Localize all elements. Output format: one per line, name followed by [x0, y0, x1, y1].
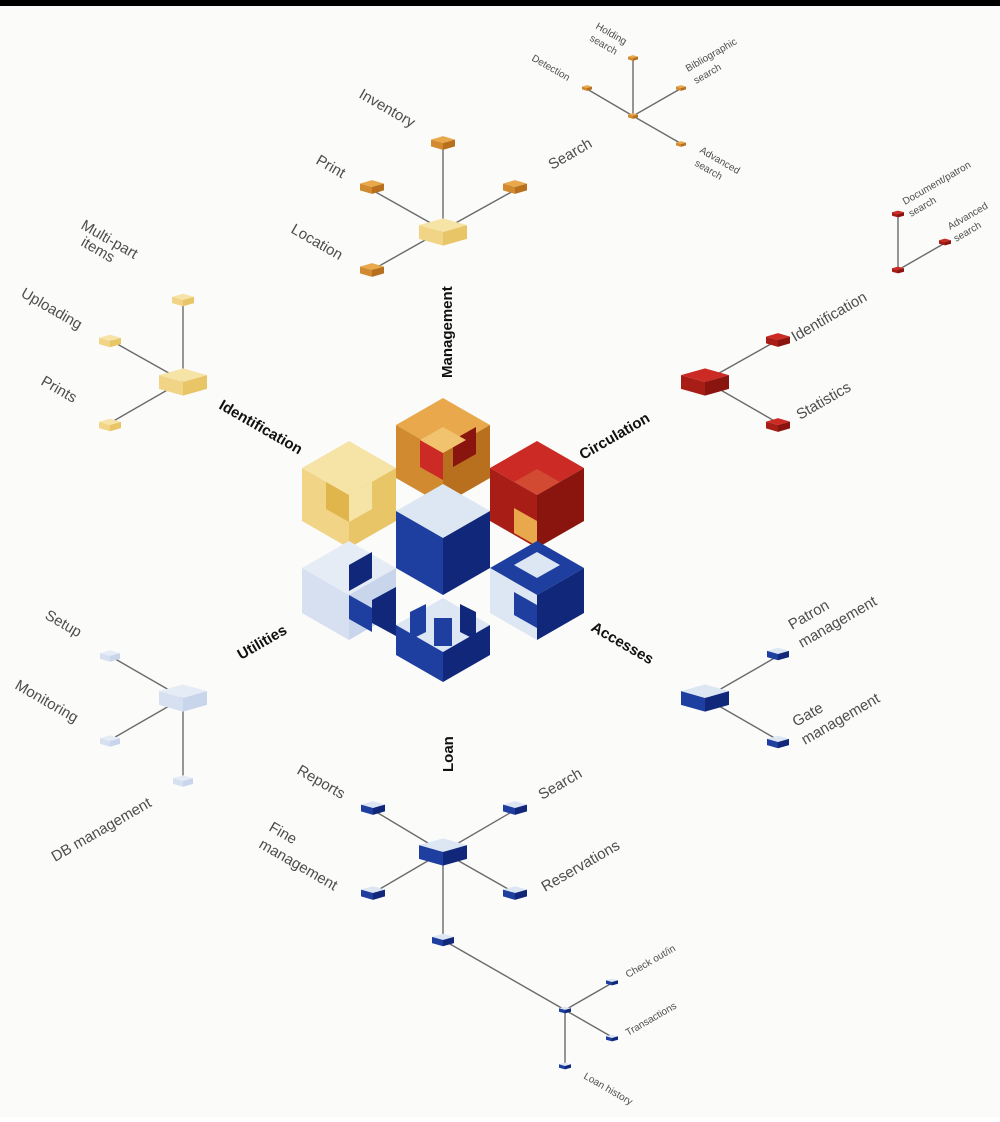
loan-reservations-label: Reservations [539, 837, 623, 895]
hub-accesses-block [490, 541, 584, 640]
management-print-cube [360, 180, 384, 194]
module-circulation-label: Circulation [577, 410, 653, 464]
search-detection-label: Detection [530, 53, 572, 84]
search-detection-cube [582, 85, 592, 91]
cubes-layer [99, 55, 951, 1070]
accesses-patron-cube [767, 647, 789, 661]
hub-utilities-block [302, 541, 396, 640]
central-hub [302, 398, 584, 682]
utilities-hub-cube [159, 684, 207, 712]
accesses-gate-cube [767, 735, 789, 749]
loan-checkout-cube [606, 978, 618, 986]
hub-center-block [396, 484, 490, 595]
management-search-cube [503, 180, 527, 194]
loan-hub-cube [419, 838, 467, 866]
circulation-docpatron-label-1: Document/patron [901, 160, 973, 208]
hub-loan-block [396, 598, 490, 682]
circulation-hub-cube [681, 368, 729, 396]
circulation-docpatron-cube [892, 210, 904, 218]
loan-reservations-cube [503, 886, 527, 900]
loan-search-label: Search [536, 765, 586, 803]
identification-uploading-cube [99, 334, 121, 348]
module-management-label: Management [439, 286, 456, 378]
hub-identification-block [302, 441, 396, 548]
hub-circulation-block [490, 441, 584, 548]
circulation-subsearch-root-cube [892, 266, 904, 274]
loan-subtree-root-cube [559, 1006, 571, 1014]
loan-history-label: Loan history [582, 1071, 635, 1108]
circulation-advanced-cube [939, 238, 951, 246]
hub-management-block [396, 398, 490, 505]
circulation-identification-cube [766, 333, 790, 347]
module-loan-label: Loan [440, 736, 457, 772]
management-inventory-label: Inventory [356, 86, 418, 132]
loan-reports-cube [361, 801, 385, 815]
loan-checkout-label: Check out/in [624, 943, 678, 980]
circulation-statistics-cube [766, 418, 790, 432]
utilities-monitoring-cube [100, 735, 120, 747]
loan-search-cube [503, 801, 527, 815]
loan-subtree-cube [432, 933, 454, 947]
loan-fine-cube [361, 886, 385, 900]
utilities-db-label: DB management [49, 794, 156, 865]
module-identification-label: Identification [216, 397, 305, 458]
utilities-monitoring-label: Monitoring [12, 677, 81, 727]
circulation-statistics-label: Statistics [794, 379, 854, 424]
search-root-cube [628, 113, 638, 119]
circulation-identification-label: Identification [789, 289, 870, 346]
loan-transactions-label: Transactions [624, 1001, 679, 1039]
identification-uploading-label: Uploading [18, 285, 85, 334]
module-accesses-label: Accesses [588, 619, 656, 668]
utilities-setup-cube [100, 650, 120, 662]
identification-prints-cube [99, 418, 121, 432]
management-location-cube [360, 263, 384, 277]
module-utilities-label: Utilities [235, 622, 290, 664]
utilities-db-cube [173, 775, 193, 787]
identification-hub-cube [159, 368, 207, 396]
loan-reports-label: Reports [294, 762, 348, 803]
identification-prints-label: Prints [38, 373, 80, 407]
search-advanced-cube [676, 141, 686, 147]
management-location-label: Location [288, 221, 346, 264]
search-holding-cube [628, 55, 638, 61]
identification-multipart-cube [172, 293, 194, 307]
management-hub-cube [419, 218, 467, 246]
management-inventory-cube [431, 136, 455, 150]
accesses-hub-cube [681, 684, 729, 712]
search-bibliographic-cube [676, 85, 686, 91]
loan-fine-label-2: management [256, 836, 341, 895]
loan-transactions-cube [606, 1034, 618, 1042]
management-print-label: Print [313, 152, 349, 183]
loan-history-cube [559, 1062, 571, 1070]
utilities-setup-label: Setup [42, 607, 84, 641]
management-search-label: Search [546, 135, 596, 173]
top-border [0, 0, 1000, 6]
